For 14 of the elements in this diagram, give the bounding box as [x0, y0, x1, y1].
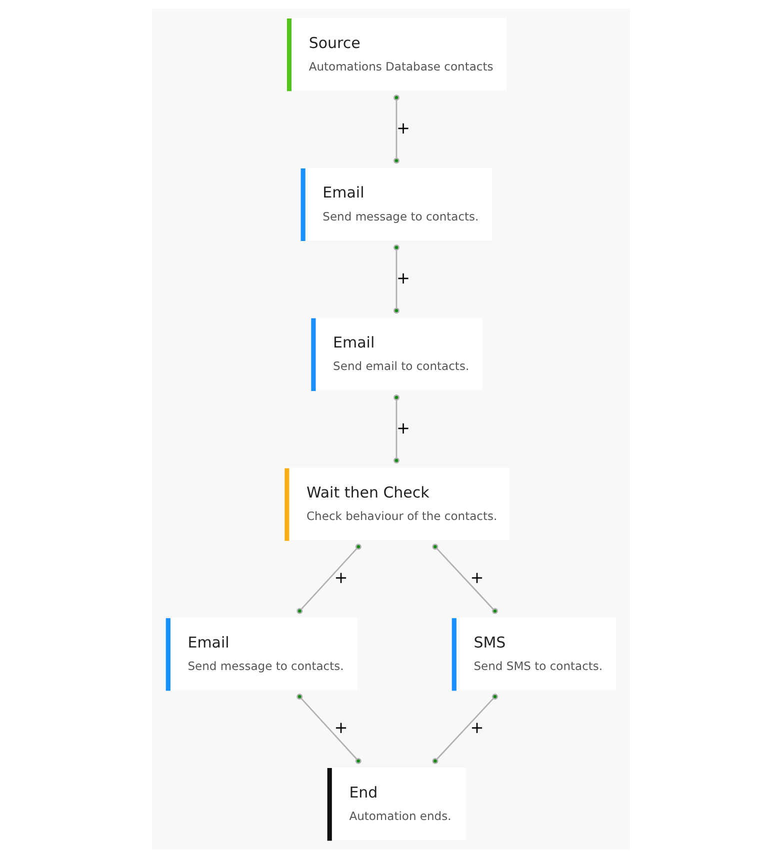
edge-label: +: [470, 718, 484, 738]
edge-label: +: [396, 268, 410, 288]
edge-label: +: [334, 568, 348, 588]
edge-label: +: [396, 118, 410, 138]
edge-label: +: [334, 718, 348, 738]
connector: [432, 544, 498, 614]
connector: [393, 244, 400, 314]
connector: [296, 544, 362, 614]
connector: [393, 394, 400, 464]
connector: [296, 694, 362, 764]
connector: [393, 94, 400, 164]
edge-label: +: [396, 418, 410, 438]
edge-label: +: [470, 568, 484, 588]
connector: [432, 694, 498, 764]
